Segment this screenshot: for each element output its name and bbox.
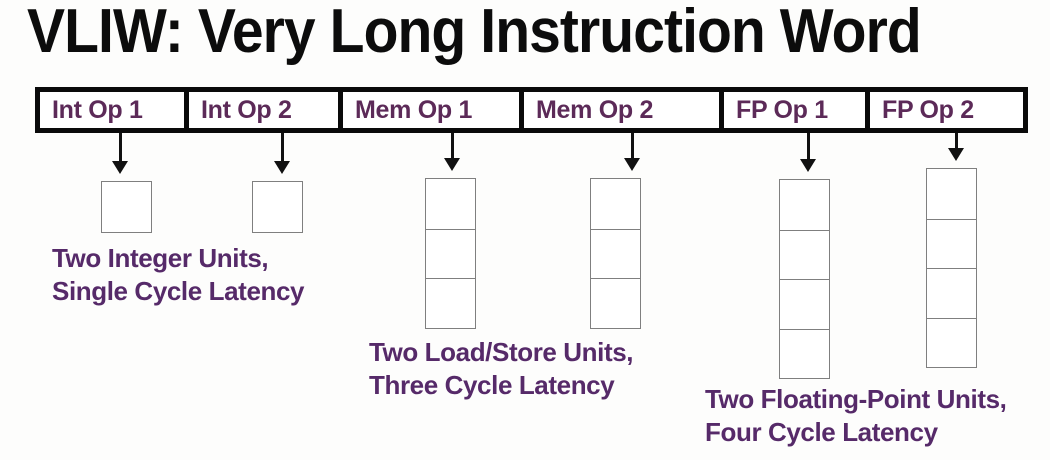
latency-cell: [927, 317, 976, 368]
mem-op-1-unit-column: [425, 178, 476, 329]
caption-line: Two Load/Store Units,: [369, 337, 634, 367]
caption-line: Two Floating-Point Units,: [705, 384, 1007, 414]
latency-cell: [591, 278, 640, 328]
down-arrow-icon: [800, 159, 816, 172]
fp-op-2-unit-column: [926, 168, 977, 368]
latency-cell: [927, 169, 976, 219]
slot-int-op-2: Int Op 2: [189, 92, 343, 128]
down-arrow-stem: [450, 133, 454, 160]
slot-label: Int Op 2: [201, 95, 292, 124]
down-arrow-icon: [444, 158, 460, 171]
instruction-word-row: Int Op 1 Int Op 2 Mem Op 1 Mem Op 2 FP Op 1 F…: [35, 87, 1028, 133]
latency-cell: [927, 218, 976, 269]
latency-cell: [780, 279, 829, 329]
latency-cell: [253, 182, 302, 232]
latency-cell: [426, 228, 475, 279]
latency-cell: [927, 268, 976, 318]
mem-op-2-unit-column: [590, 178, 641, 329]
slot-fp-op-1: FP Op 1: [724, 92, 870, 128]
latency-cell: [591, 228, 640, 279]
caption-line: Four Cycle Latency: [705, 417, 938, 447]
down-arrow-icon: [112, 161, 128, 174]
slot-fp-op-2: FP Op 2: [870, 92, 1023, 128]
down-arrow-icon: [274, 161, 290, 174]
slot-mem-op-2: Mem Op 2: [524, 92, 724, 128]
slot-label: Mem Op 1: [355, 95, 473, 124]
latency-cell: [780, 180, 829, 230]
down-arrow-stem: [806, 133, 810, 161]
slot-int-op-1: Int Op 1: [40, 92, 189, 128]
down-arrow-icon: [624, 158, 640, 171]
down-arrow-stem: [954, 133, 958, 150]
integer-units-caption: Two Integer Units, Single Cycle Latency: [52, 242, 305, 308]
down-arrow-stem: [630, 133, 634, 160]
down-arrow-stem: [280, 133, 284, 163]
latency-cell: [780, 328, 829, 379]
latency-cell: [426, 179, 475, 229]
slot-label: FP Op 2: [882, 95, 974, 124]
fp-op-1-unit-column: [779, 179, 830, 379]
slot-label: FP Op 1: [736, 95, 828, 124]
floating-point-units-caption: Two Floating-Point Units, Four Cycle Lat…: [705, 383, 1007, 449]
caption-line: Two Integer Units,: [52, 243, 269, 273]
caption-line: Single Cycle Latency: [52, 276, 305, 306]
down-arrow-stem: [118, 133, 122, 163]
caption-line: Three Cycle Latency: [369, 370, 615, 400]
slot-mem-op-1: Mem Op 1: [343, 92, 524, 128]
slot-label: Int Op 1: [52, 95, 143, 124]
latency-cell: [780, 229, 829, 280]
down-arrow-icon: [948, 148, 964, 161]
int-op-1-unit-column: [101, 181, 152, 233]
latency-cell: [102, 182, 151, 232]
slide-title: VLIW: Very Long Instruction Word: [27, 0, 922, 66]
load-store-units-caption: Two Load/Store Units, Three Cycle Latenc…: [369, 336, 634, 402]
int-op-2-unit-column: [252, 181, 303, 233]
latency-cell: [591, 179, 640, 229]
slot-label: Mem Op 2: [536, 95, 654, 124]
latency-cell: [426, 278, 475, 328]
